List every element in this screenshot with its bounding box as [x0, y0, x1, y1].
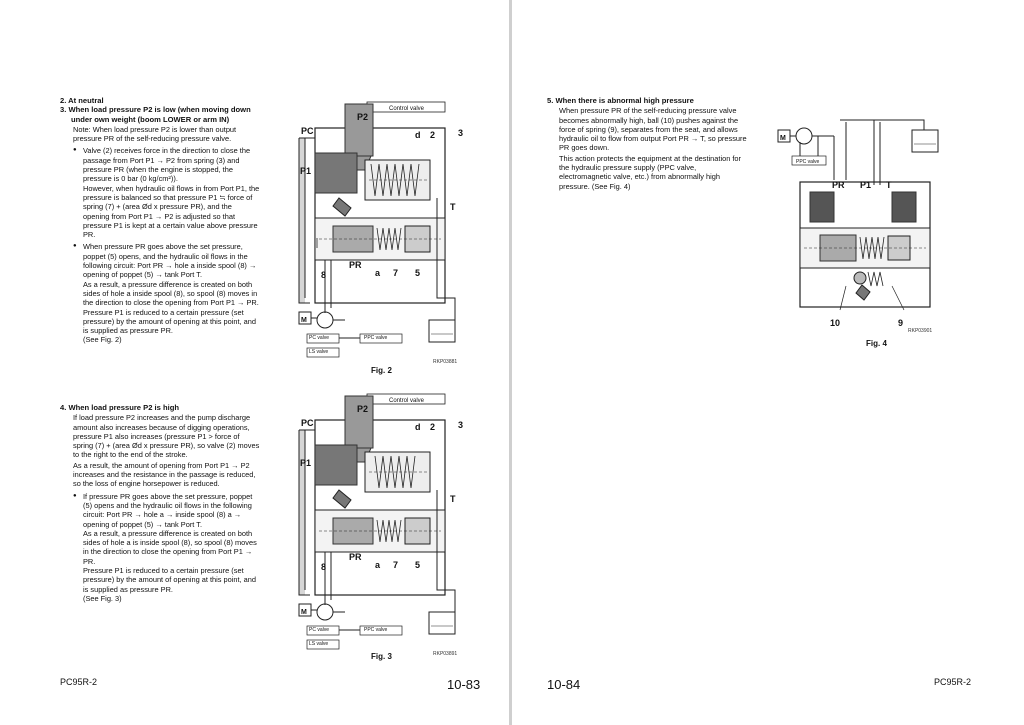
- label-p2: P2: [357, 404, 368, 414]
- num-8: 8: [321, 270, 326, 280]
- num-2: 2: [430, 130, 435, 140]
- page-right: 5. When there is abnormal high pressure …: [512, 0, 1024, 725]
- num-3: 3: [458, 128, 463, 138]
- bullet: If pressure PR goes above the set pressu…: [72, 492, 260, 604]
- label-m: M: [301, 317, 307, 324]
- num-a: a: [375, 560, 381, 570]
- num-9: 9: [898, 318, 903, 328]
- label-m: M: [301, 609, 307, 616]
- figure-3-diagram: Control valve LS valve PC valve PPC valv…: [285, 390, 470, 650]
- footer-model: PC95R-2: [60, 677, 98, 687]
- note: Note: When load pressure P2 is lower tha…: [73, 124, 237, 144]
- page-left: 2. At neutral 3. When load pressure P2 i…: [0, 0, 509, 725]
- num-a: a: [375, 268, 381, 278]
- label-pc-valve: PC valve: [309, 335, 329, 341]
- label-pc: PC: [301, 126, 314, 136]
- hydraulic-diagram: PPC valve M PR P1 T 10 9: [777, 119, 939, 328]
- label-p1: P1: [300, 458, 311, 468]
- page-number: 10-83: [447, 677, 481, 692]
- bullet: When pressure PR goes above the set pres…: [72, 242, 260, 344]
- label-pc-valve: PC valve: [309, 627, 329, 633]
- label-ls-valve: LS valve: [309, 641, 328, 647]
- figure-4-diagram: PPC valve M PR P1 T 10 9: [774, 110, 944, 335]
- figure-4-caption: Fig. 4: [866, 339, 887, 348]
- num-5: 5: [415, 560, 420, 570]
- label-pc: PC: [301, 418, 314, 428]
- label-p1: P1: [860, 180, 871, 190]
- hydraulic-diagram: Control valve LS valve PC valve PPC valv…: [298, 393, 463, 650]
- label-p2: P2: [357, 112, 368, 122]
- num-d: d: [415, 422, 421, 432]
- figure-2-diagram: Control valve LS valve PC valve PPC valv…: [285, 98, 470, 358]
- label-t: T: [450, 494, 456, 504]
- label-control-valve: Control valve: [389, 398, 425, 404]
- label-t: T: [450, 202, 456, 212]
- label-t: T: [886, 180, 892, 190]
- num-d: d: [415, 130, 421, 140]
- label-control-valve: Control valve: [389, 106, 425, 112]
- footer-model: PC95R-2: [934, 677, 972, 687]
- num-3: 3: [458, 420, 463, 430]
- book-spine: [509, 0, 512, 725]
- section-3-heading: 3. When load pressure P2 is low (when mo…: [60, 105, 251, 124]
- label-ppc-valve: PPC valve: [796, 159, 820, 165]
- section-5-heading: 5. When there is abnormal high pressure: [547, 96, 694, 105]
- section-4-text: 4. When load pressure P2 is high If load…: [60, 403, 260, 603]
- figure-3-code: RKP03891: [433, 651, 458, 657]
- page-number: 10-84: [547, 677, 581, 692]
- figure-2-code: RKP03881: [433, 359, 458, 365]
- figure-3-caption: Fig. 3: [371, 652, 392, 661]
- section-4-heading: 4. When load pressure P2 is high: [60, 403, 179, 412]
- label-m: M: [780, 135, 786, 142]
- section-2-heading: 2. At neutral: [60, 96, 104, 105]
- section-3-text: 2. At neutral 3. When load pressure P2 i…: [60, 96, 260, 345]
- hydraulic-diagram: Control valve LS valve PC valve PPC valv…: [298, 101, 463, 358]
- num-5: 5: [415, 268, 420, 278]
- num-10: 10: [830, 318, 840, 328]
- label-p1: P1: [300, 166, 311, 176]
- section-5-text: 5. When there is abnormal high pressure …: [547, 96, 747, 191]
- label-ppc-valve: PPC valve: [364, 335, 388, 341]
- num-8: 8: [321, 562, 326, 572]
- figure-4-code: RKP03901: [908, 328, 933, 334]
- num-2: 2: [430, 422, 435, 432]
- figure-2-caption: Fig. 2: [371, 366, 392, 375]
- label-pr: PR: [832, 180, 845, 190]
- label-ppc-valve: PPC valve: [364, 627, 388, 633]
- bullet: Valve (2) receives force in the directio…: [72, 146, 260, 239]
- label-ls-valve: LS valve: [309, 349, 328, 355]
- label-pr: PR: [349, 552, 362, 562]
- num-7: 7: [393, 268, 398, 278]
- num-7: 7: [393, 560, 398, 570]
- label-pr: PR: [349, 260, 362, 270]
